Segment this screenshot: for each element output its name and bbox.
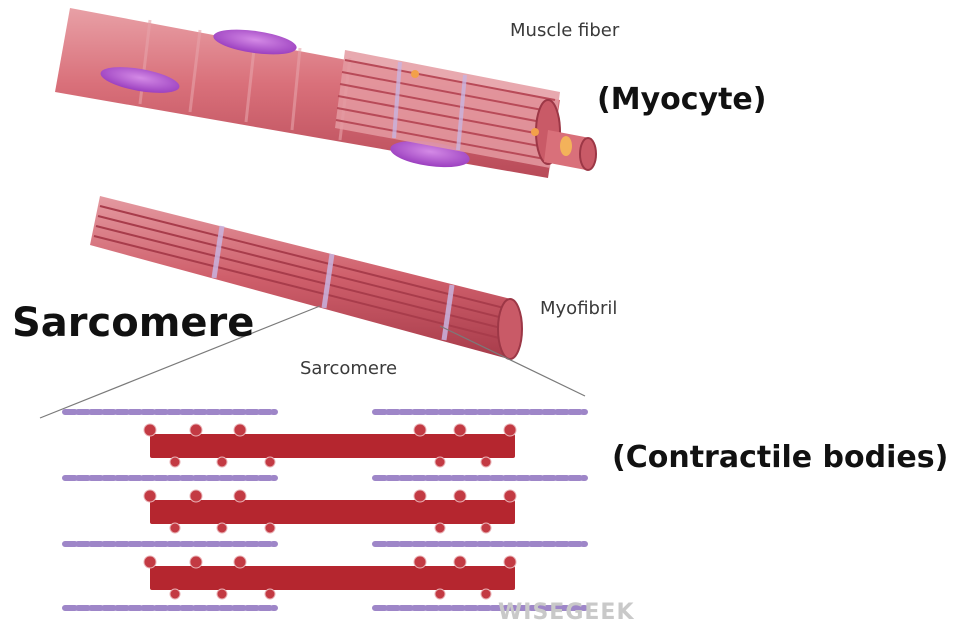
label-sarcomere-large: Sarcomere: [12, 300, 254, 346]
label-myofibril: Myofibril: [540, 298, 617, 319]
sarcomere-detail: [65, 412, 585, 608]
label-sarcomere-small: Sarcomere: [300, 358, 397, 379]
label-contractile-bodies: (Contractile bodies): [612, 440, 948, 475]
wisegeek-watermark: WISEGEEK: [498, 600, 635, 625]
label-muscle-fiber: Muscle fiber: [510, 20, 619, 41]
label-myocyte: (Myocyte): [597, 82, 766, 117]
